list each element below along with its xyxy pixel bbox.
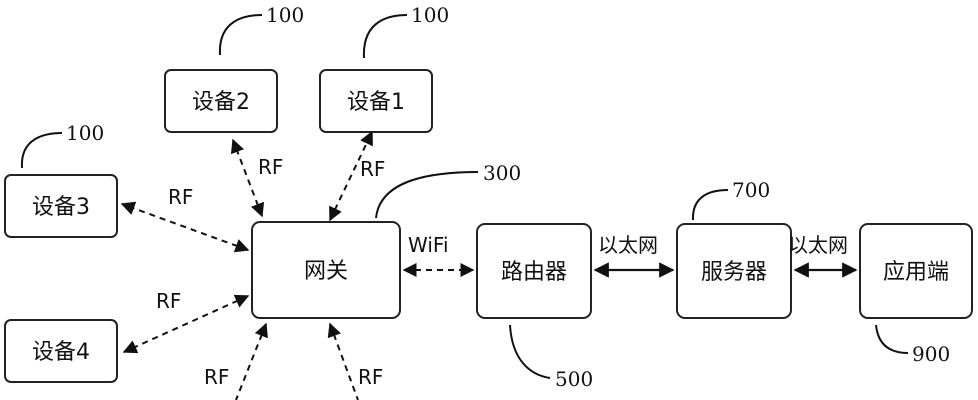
app-label: 应用端 <box>883 260 949 285</box>
leader-router <box>509 324 551 379</box>
label-rf-device3: RF <box>168 185 193 209</box>
node-router: 路由器 <box>476 223 592 319</box>
node-app: 应用端 <box>859 223 973 319</box>
label-rf-device1: RF <box>360 157 385 181</box>
router-label: 路由器 <box>501 260 567 285</box>
leader-device1 <box>362 14 408 59</box>
device4-label: 设备4 <box>32 340 90 365</box>
link-gateway-bottom-right <box>327 322 359 400</box>
node-gateway: 网关 <box>251 221 401 319</box>
server-label: 服务器 <box>701 260 767 285</box>
label-ethernet-router-server: 以太网 <box>598 233 658 257</box>
ref-gateway: 300 <box>483 161 521 185</box>
ref-app: 900 <box>912 342 950 366</box>
ref-device1: 100 <box>411 3 449 27</box>
node-device1: 设备1 <box>319 69 433 133</box>
label-rf-bottom-left: RF <box>204 365 229 389</box>
node-device4: 设备4 <box>4 319 118 383</box>
link-gateway-device1 <box>329 130 373 222</box>
device2-label: 设备2 <box>192 90 250 115</box>
device1-label: 设备1 <box>347 90 405 115</box>
leader-gateway <box>375 171 479 219</box>
leader-server <box>691 189 729 221</box>
node-device3: 设备3 <box>4 174 118 238</box>
node-server: 服务器 <box>676 223 792 319</box>
ref-server: 700 <box>732 178 770 202</box>
link-gateway-bottom-left <box>235 322 268 400</box>
label-ethernet-server-app: 以太网 <box>788 233 848 257</box>
ref-device2: 100 <box>266 3 304 27</box>
link-gateway-device4 <box>122 294 250 354</box>
leader-app <box>875 324 909 354</box>
link-gateway-device3 <box>120 201 250 253</box>
label-rf-bottom-right: RF <box>358 365 383 389</box>
device3-label: 设备3 <box>32 195 90 220</box>
leader-device3 <box>20 132 63 169</box>
ref-device3: 100 <box>66 121 104 145</box>
gateway-label: 网关 <box>304 259 348 284</box>
link-gateway-device2 <box>230 138 265 218</box>
label-wifi: WiFi <box>408 233 449 257</box>
label-rf-device2: RF <box>258 155 283 179</box>
leader-device2 <box>218 14 263 56</box>
node-device2: 设备2 <box>164 69 278 133</box>
ref-router: 500 <box>555 367 593 391</box>
label-rf-device4: RF <box>156 289 181 313</box>
